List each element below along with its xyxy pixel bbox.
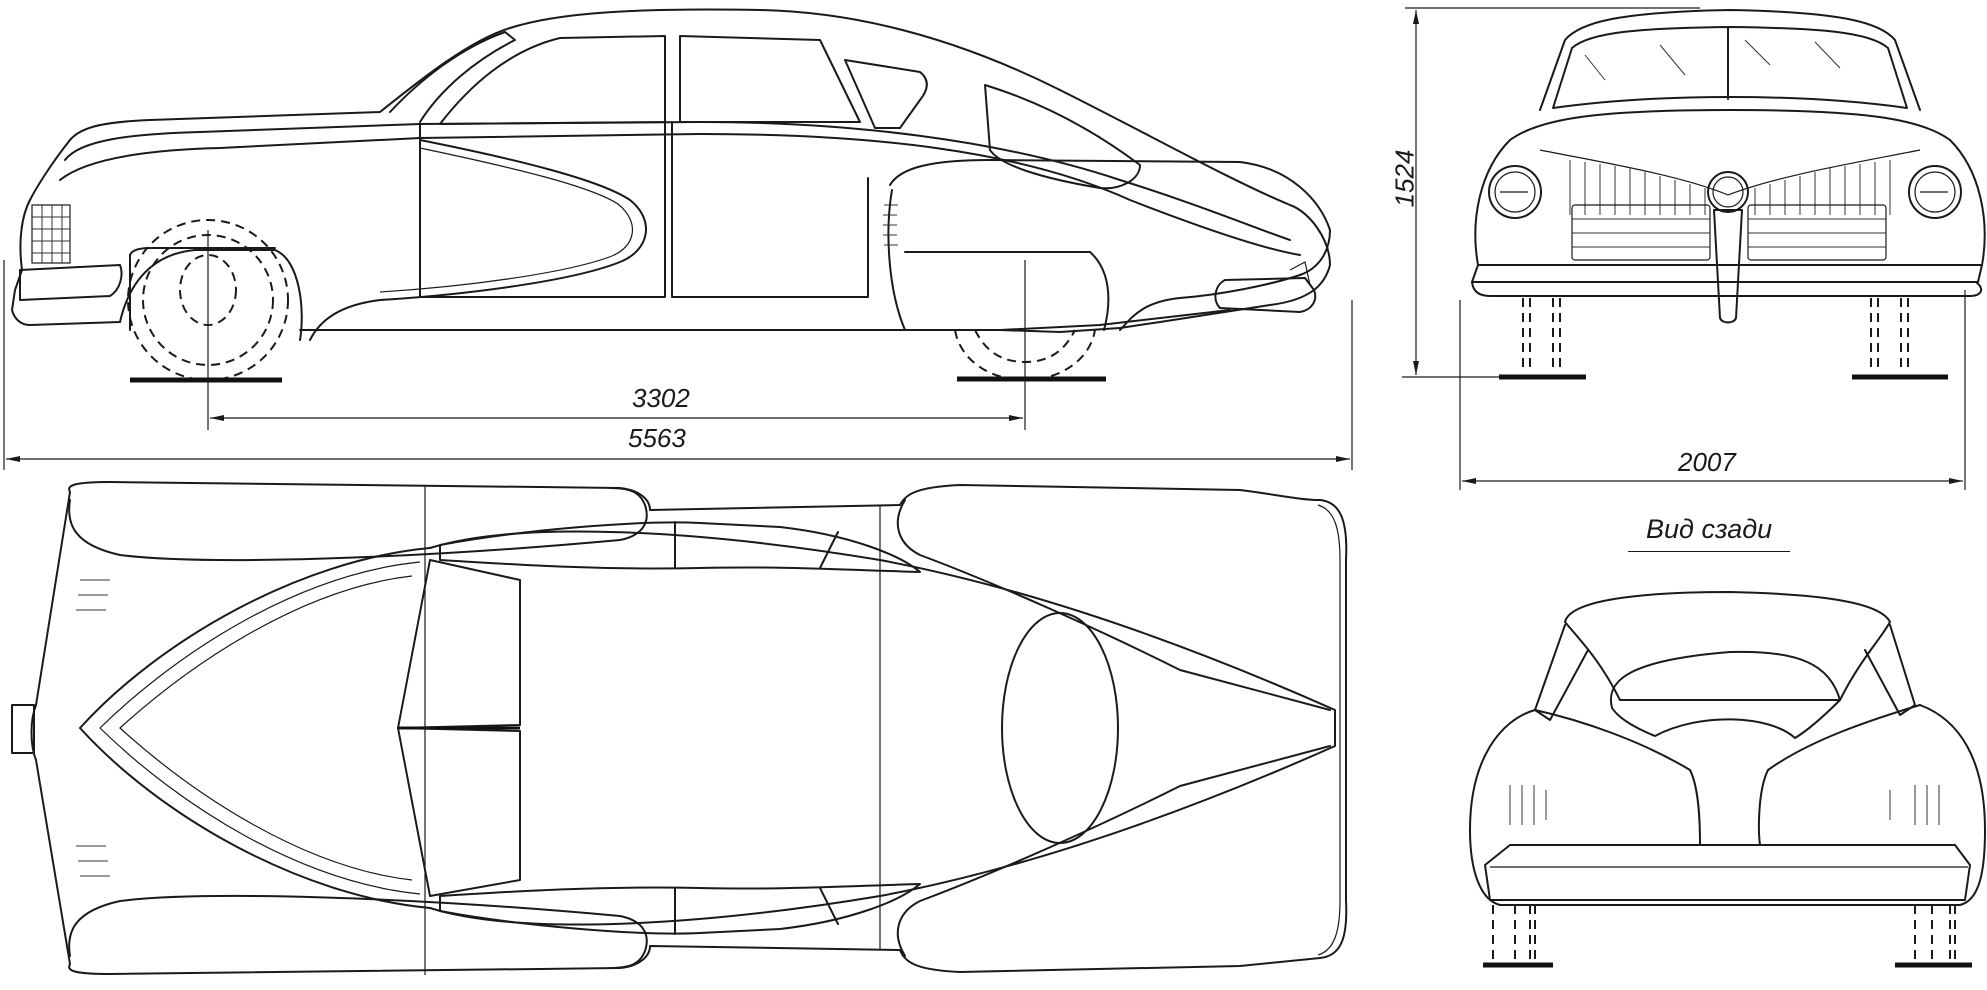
rear-side-window-left [1534,624,1589,721]
side-rear-bumper-guard [1289,261,1311,286]
top-body-outline [30,481,1348,975]
front-hood-hatching [1569,160,1891,215]
side-rear-window [984,84,1141,190]
side-front-spear-inner [379,147,634,293]
rear-body [1469,704,1986,906]
front-headlight-right [1908,165,1962,219]
top-right-door-pillar-2 [819,887,839,925]
side-front-grille [31,204,71,264]
front-headlight-left [1488,165,1542,219]
rear-window [1609,650,1841,739]
side-front-end [11,139,303,341]
top-rear-fender-left [896,499,1331,711]
top-front-fender-right [68,895,648,969]
side-windshield [389,31,516,123]
top-side-windows-left [439,521,921,573]
side-rear-bumper [1214,277,1317,313]
front-hood-crease [1539,149,1921,196]
top-view [11,481,1348,975]
top-windshield-right [397,727,521,897]
rear-deck-center [1534,704,1921,846]
front-body [1474,109,1986,266]
front-windshield-glare [1584,39,1841,81]
side-rear-door [671,121,869,298]
side-front-door-window [439,35,666,125]
top-left-door-pillar-2 [819,531,839,569]
front-grille [1571,204,1887,261]
top-rear-window [1001,612,1119,844]
rear-roof [1564,591,1891,701]
rear-side-window-right [1864,624,1916,716]
front-roof [1539,9,1921,111]
rear-view-caption: Вид сзади [1628,514,1791,552]
front-wheels [1522,298,1909,372]
side-front-bumper [19,264,123,301]
overall-width-label: 2007 [1678,447,1736,477]
top-cabin-outline [429,530,1336,926]
top-windshield-left [397,559,521,729]
side-rear-door-window [679,35,861,123]
front-valance [1471,281,1983,297]
side-beltline-lower [59,133,1301,256]
rear-body-hatching [1509,785,1940,825]
side-rear-fender [889,159,1331,331]
top-rear-bumper [1317,504,1341,956]
side-view [3,8,1353,470]
rear-wheels [1492,905,1956,963]
side-beltline-upper [64,121,1291,241]
side-rear-wheel-skirt [904,251,1110,331]
side-sill [299,309,1231,331]
side-quarter-window [844,59,928,129]
side-front-spear [309,139,647,341]
side-roofline [69,8,1331,333]
top-hood [79,547,431,909]
top-side-windows-right [439,883,921,935]
top-hood-inner [99,561,421,895]
overall-length-label: 5563 [628,423,686,453]
front-headlight-center [1707,171,1749,213]
front-center-guard [1713,209,1743,324]
overall-height-label: 1524 [1389,149,1420,208]
top-front-grille-hatching [76,579,110,877]
front-bumper [1471,264,1983,283]
top-front-fender-left [68,487,648,561]
front-view [1402,7,1986,490]
side-rear-vent [883,189,906,331]
top-rear-fender-right [896,745,1331,957]
rear-bumper [1484,844,1971,901]
top-hood-inner-2 [119,575,413,881]
side-front-door [419,121,666,298]
front-windshield [1552,26,1908,109]
rear-view [1469,591,1986,968]
wheelbase-label: 3302 [632,383,690,413]
top-front-ornament [11,704,35,754]
